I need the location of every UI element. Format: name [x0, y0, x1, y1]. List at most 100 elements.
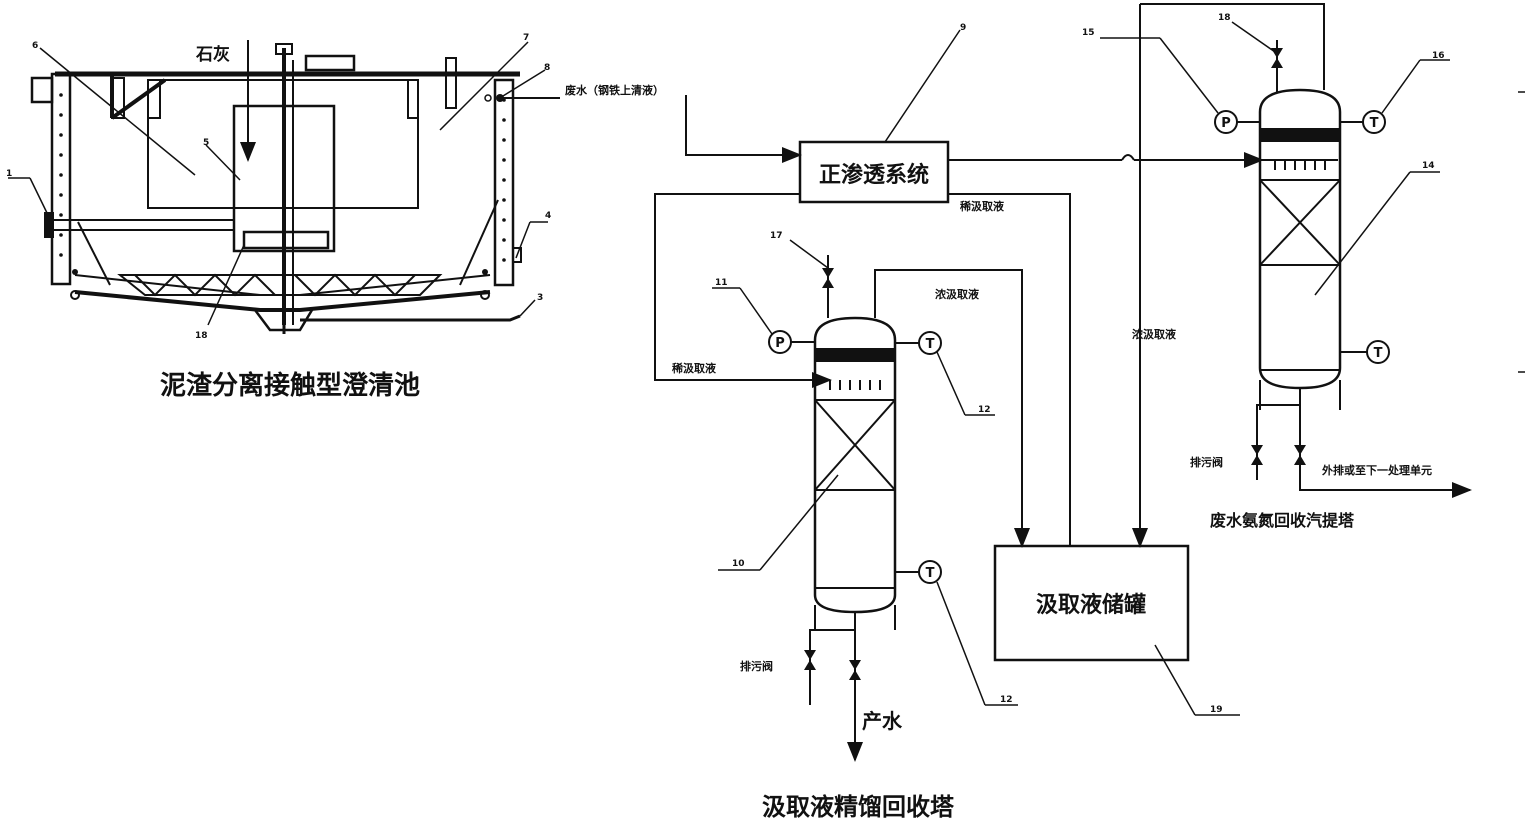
callout-line-4b: [515, 221, 531, 259]
stripper-effluent-pipe: [1299, 388, 1472, 498]
storage-tank-label: 汲取液储罐: [1036, 592, 1146, 618]
callout-11: 11: [715, 278, 728, 288]
callout-line-9: [884, 29, 961, 143]
product-water-label: 产水: [862, 709, 903, 733]
callout-line-6: [39, 47, 196, 176]
callout-12b: 12: [1000, 695, 1013, 705]
stripper-drain-label: 排污阀: [1190, 455, 1223, 469]
stripper-title: 废水氨氮回收汽提塔: [1210, 511, 1355, 530]
inlet-label: 废水（钢铁上清液）: [565, 83, 664, 97]
drain-valve: [804, 650, 816, 670]
callout-line-18: [207, 244, 245, 326]
feed-to-fo-pipe: [685, 95, 802, 163]
fo-system: 正渗透系统: [798, 140, 950, 204]
support-left-top: [72, 269, 78, 275]
callout-6: 6: [32, 41, 38, 51]
pipe-label-c: 浓汲取液: [1132, 327, 1177, 341]
slope-left: [77, 221, 111, 286]
slope-right: [459, 199, 499, 286]
callout-line-19a: [1154, 644, 1196, 716]
recovery-vent-valve: [822, 268, 834, 288]
recovery-tower-title: 汲取液精馏回收塔: [762, 792, 955, 821]
support-right: [480, 290, 490, 300]
level-gauge: [512, 247, 522, 263]
callout-line-8: [502, 69, 546, 97]
callout-line-17: [789, 239, 829, 269]
callout-18: 18: [195, 331, 208, 341]
callout-line-15b: [1159, 37, 1219, 114]
stripper-drain-pipe: [1256, 404, 1300, 480]
storage-tank: 汲取液储罐: [993, 544, 1240, 716]
shaft-cap: [275, 43, 293, 55]
right-brace-post: [445, 57, 457, 109]
left-brace-post: [111, 77, 125, 119]
stripper-shell: [1258, 88, 1342, 390]
pipe-flange: [44, 212, 54, 238]
stripper-vent-valve: [1271, 48, 1283, 68]
recovery-packing-x2: [814, 399, 896, 491]
reaction-hood: [148, 80, 418, 119]
clarifier-bottom: [74, 290, 491, 312]
callout-line-1b: [29, 177, 49, 216]
callout-line-10a: [759, 474, 839, 571]
clarifier: [8, 40, 560, 334]
recovery-drain-label: 排污阀: [740, 659, 773, 673]
recovery-tower-shell: [813, 316, 897, 614]
fo-to-recovery-pipe: [654, 193, 832, 388]
stripper-packing-x2: [1259, 179, 1341, 266]
callout-8: 8: [544, 63, 550, 73]
stripper-tower: P T T: [1100, 21, 1472, 498]
support-right-top: [482, 269, 488, 275]
pipe-label-d: 稀汲取液: [672, 361, 717, 375]
callout-10: 10: [732, 559, 745, 569]
agitator-motor: [304, 54, 356, 72]
clarifier-title: 泥渣分离接触型澄清池: [160, 370, 420, 401]
scraper-truss: [117, 274, 443, 296]
temp-gauge-symbol-3: T: [1370, 116, 1379, 131]
callout-3: 3: [537, 293, 543, 303]
temp-gauge-symbol-2: T: [926, 566, 935, 581]
recovery-distributor: [829, 380, 881, 390]
callout-line-14a: [1314, 171, 1411, 296]
support-left: [70, 290, 80, 300]
stripper-drain-valve: [1251, 445, 1263, 465]
fo-system-box: [798, 140, 950, 204]
callout-17: 17: [770, 231, 783, 241]
stripper-outlet-label: 外排或至下一处理单元: [1321, 463, 1432, 477]
scraper-truss-web: [134, 273, 416, 297]
pressure-gauge-symbol: P: [775, 336, 785, 351]
pipe-crossover: [1121, 154, 1135, 161]
stripper-top-outlet: [1140, 3, 1325, 90]
callout-15: 15: [1082, 28, 1095, 38]
drain-pipe: [809, 629, 855, 705]
clarifier-right-wall: [493, 78, 515, 287]
product-valve: [849, 660, 861, 680]
pressure-gauge-symbol-2: P: [1221, 116, 1231, 131]
clarifier-left-wall: [50, 72, 72, 286]
pipe-label-a: 稀汲取液: [960, 199, 1005, 213]
callout-16: 16: [1432, 51, 1445, 61]
inlet-node-2: [484, 94, 492, 102]
clarifier-wall-dots: [59, 93, 506, 262]
storage-tank-box: [993, 544, 1190, 662]
callout-line-3: [519, 299, 536, 317]
stripper-effluent-valve: [1294, 445, 1306, 465]
recovery-demister: [815, 348, 895, 362]
callout-line-7: [439, 41, 529, 131]
callout-4: 4: [545, 211, 551, 221]
callout-1: 1: [6, 169, 12, 179]
callout-5: 5: [203, 138, 209, 148]
sludge-discharge-pipe: [300, 314, 521, 322]
temp-gauge-symbol-1: T: [926, 337, 935, 352]
lime-label: 石灰: [195, 44, 230, 65]
callout-line-12c: [936, 581, 986, 706]
callout-line-18b: [1231, 21, 1276, 53]
recovery-to-tank-pipe: [874, 269, 1030, 548]
stripper-demister: [1260, 128, 1340, 142]
callout-18b: 18: [1218, 13, 1231, 23]
callout-line-5: [205, 144, 241, 181]
callout-9: 9: [960, 23, 966, 33]
callout-line-16a: [1381, 59, 1421, 114]
callout-14: 14: [1422, 161, 1435, 171]
